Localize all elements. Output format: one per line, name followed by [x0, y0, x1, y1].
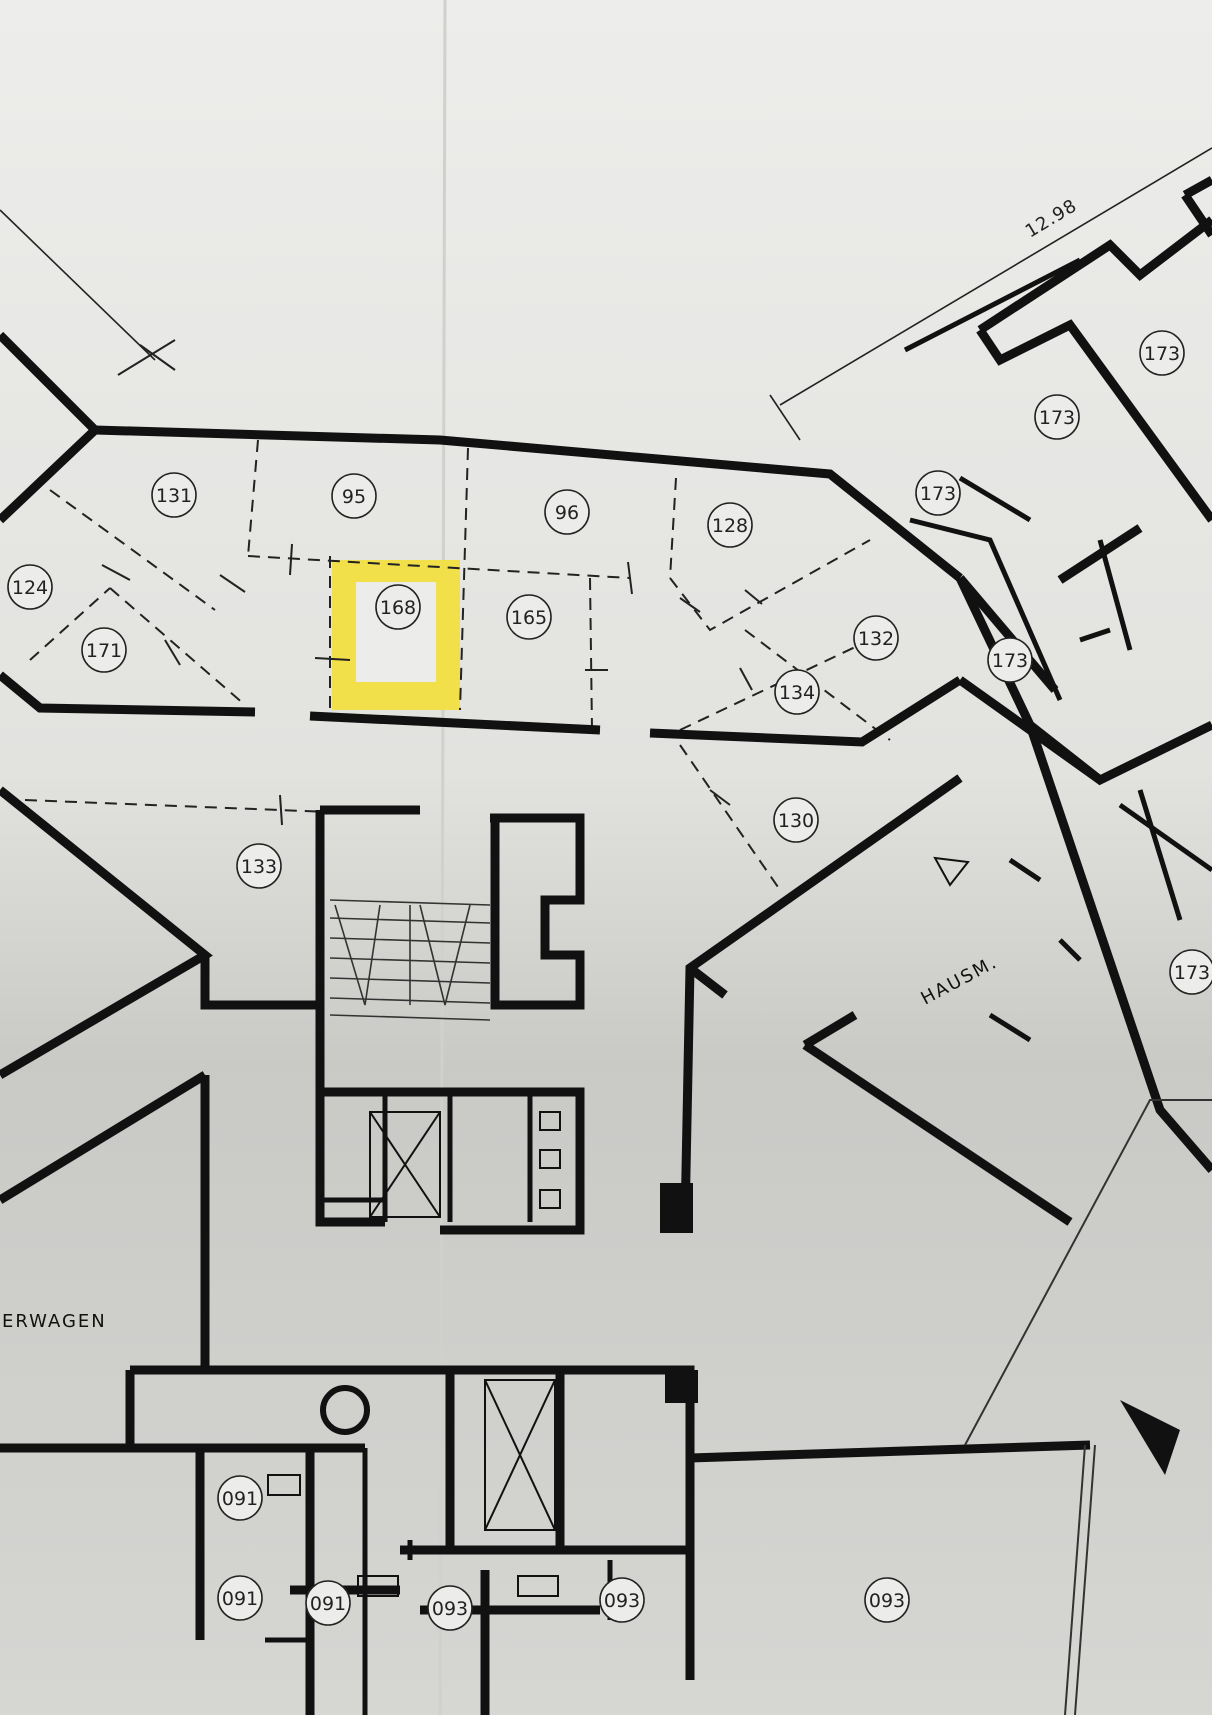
room-tag-134[interactable] [774, 669, 820, 715]
room-labels [7, 330, 1212, 1631]
triangle-marker [933, 856, 970, 887]
elevator-shaft-1 [369, 1111, 441, 1218]
room-number-134: 134 [779, 682, 815, 704]
service-boxes [267, 1111, 561, 1597]
tick-marks [101, 339, 763, 826]
entrance-ramp [964, 1099, 1212, 1715]
room-number-124: 124 [12, 577, 48, 599]
room-number-130: 130 [778, 810, 814, 832]
paper-fold-line [438, 0, 447, 1715]
room-number-168: 168 [380, 597, 416, 619]
room-tag-091-c[interactable] [305, 1580, 351, 1626]
room-tag-132[interactable] [853, 615, 899, 661]
room-tag-168[interactable] [375, 584, 421, 630]
room-tag-165[interactable] [506, 594, 552, 640]
room-tag-95[interactable] [331, 473, 377, 519]
room-number-165: 165 [511, 607, 547, 629]
room-tag-133[interactable] [236, 843, 282, 889]
entrance-arrow [1120, 1400, 1180, 1475]
room-number-091-c: 091 [310, 1593, 346, 1615]
room-tag-173-a[interactable] [1139, 330, 1185, 376]
room-tag-173-b[interactable] [1034, 394, 1080, 440]
room-number-093-a: 093 [432, 1598, 468, 1620]
room-tag-173-d[interactable] [987, 637, 1033, 683]
column-block-2 [665, 1370, 698, 1403]
room-tag-091-a[interactable] [217, 1475, 263, 1521]
room-number-133: 133 [241, 856, 277, 878]
room-number-173-b: 173 [1039, 407, 1075, 429]
room-number-093-b: 093 [604, 1590, 640, 1612]
dimension-line-12-98 [769, 147, 1212, 441]
room-tag-173-e[interactable] [1169, 949, 1212, 995]
room-number-131: 131 [156, 485, 192, 507]
column-block-1 [660, 1183, 693, 1233]
room-number-091-a: 091 [222, 1488, 258, 1510]
room-tag-96[interactable] [544, 489, 590, 535]
room-number-173-e: 173 [1174, 962, 1210, 984]
room-tag-171[interactable] [81, 627, 127, 673]
room-number-96: 96 [555, 502, 579, 524]
shaft-circle [320, 1385, 370, 1435]
room-tag-093-c[interactable] [864, 1577, 910, 1623]
stairwell [329, 899, 491, 1021]
room-tag-124[interactable] [7, 564, 53, 610]
room-number-95: 95 [342, 486, 366, 508]
room-number-093-c: 093 [869, 1590, 905, 1612]
walls [0, 176, 1212, 1715]
room-number-091-b: 091 [222, 1588, 258, 1610]
room-tag-091-b[interactable] [217, 1575, 263, 1621]
diagonal-reference-line [0, 209, 156, 361]
room-tag-093-b[interactable] [599, 1577, 645, 1623]
room-number-173-d: 173 [992, 650, 1028, 672]
room-number-128: 128 [712, 515, 748, 537]
room-number-173-a: 173 [1144, 343, 1180, 365]
elevator-shaft-2 [484, 1379, 556, 1531]
room-tag-131[interactable] [151, 472, 197, 518]
room-tag-173-c[interactable] [915, 470, 961, 516]
highlighted-room-168[interactable] [332, 560, 460, 710]
room-numbers: 131 95 96 128 124 171 168 165 132 134 13… [12, 343, 1210, 1620]
room-number-132: 132 [858, 628, 894, 650]
room-number-173-c: 173 [920, 483, 956, 505]
label-kinderwagen: ERWAGEN [2, 1311, 107, 1332]
room-tag-128[interactable] [707, 502, 753, 548]
dashed-partitions [24, 439, 891, 891]
room-tag-093-a[interactable] [427, 1585, 473, 1631]
room-tag-130[interactable] [773, 797, 819, 843]
room-number-171: 171 [86, 640, 122, 662]
